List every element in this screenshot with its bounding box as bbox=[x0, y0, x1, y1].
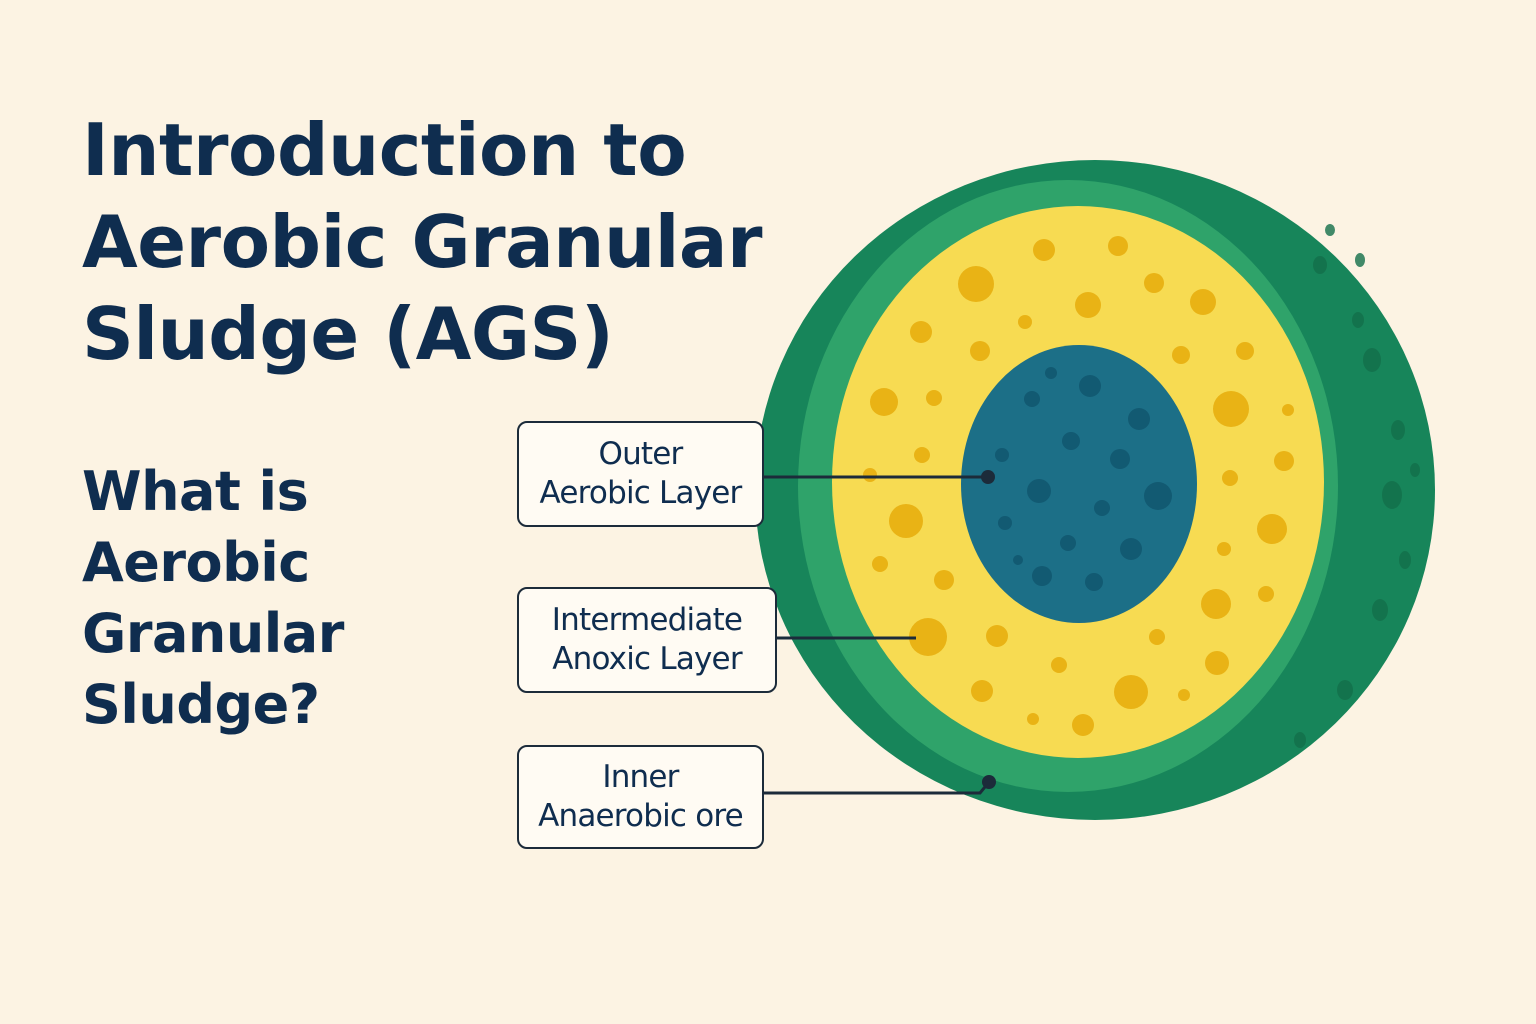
title-line-2: Aerobic Granular bbox=[82, 200, 762, 284]
label-intermediate-line-1: Intermediate bbox=[551, 602, 743, 638]
label-intermediate-anoxic-layer: Intermediate Anoxic Layer bbox=[517, 587, 777, 693]
label-outer-line-1: Outer bbox=[598, 436, 683, 472]
inner-core-leader-dot bbox=[982, 775, 996, 789]
label-intermediate-line-2: Anoxic Layer bbox=[552, 641, 742, 677]
label-outer-aerobic-layer: Outer Aerobic Layer bbox=[517, 421, 764, 527]
label-inner-line-2: Anaerobic ore bbox=[538, 798, 744, 834]
title-line-3: Sludge (AGS) bbox=[82, 292, 614, 376]
shell-texture bbox=[1294, 224, 1420, 748]
question-line-2: Aerobic bbox=[82, 531, 310, 594]
title-line-1: Introduction to bbox=[82, 108, 687, 192]
label-outer-line-2: Aerobic Layer bbox=[539, 475, 743, 511]
core-spots bbox=[995, 367, 1172, 591]
page-title: Introduction to Aerobic Granular Sludge … bbox=[82, 104, 762, 380]
question-line-1: What is bbox=[82, 460, 309, 523]
label-inner-anaerobic-core: Inner Anaerobic ore bbox=[517, 745, 764, 849]
label-inner-line-1: Inner bbox=[602, 759, 679, 795]
question-line-4: Sludge? bbox=[82, 673, 320, 736]
question-line-3: Granular bbox=[82, 602, 344, 665]
section-question: What is Aerobic Granular Sludge? bbox=[82, 456, 344, 740]
anoxic-layer-spots bbox=[863, 236, 1294, 736]
outer-layer-leader-dot bbox=[981, 470, 995, 484]
